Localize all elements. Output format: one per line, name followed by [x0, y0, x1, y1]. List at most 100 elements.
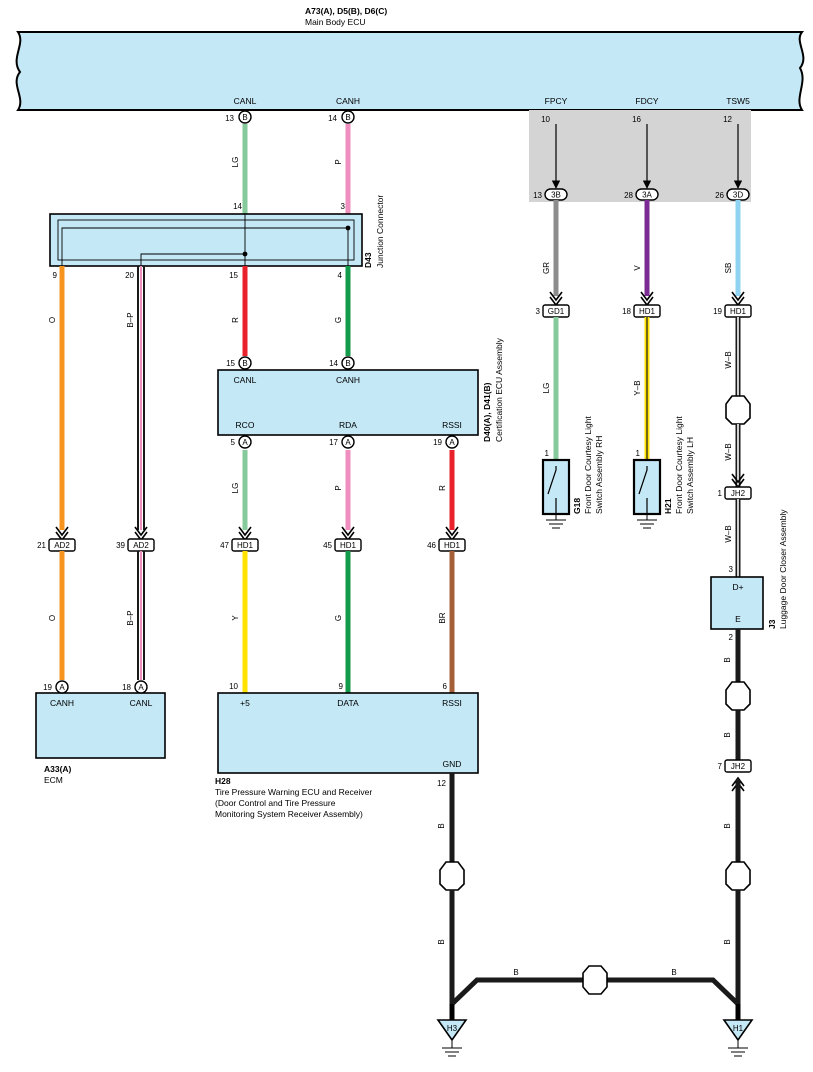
- wire-label-r-2: R: [438, 485, 447, 491]
- tpw-sub1: (Door Control and Tire Pressure: [215, 798, 336, 808]
- ecu-pin-num-canl: 13: [225, 114, 234, 123]
- tpw-sub2: Monitoring System Receiver Assembly): [215, 809, 363, 819]
- svg-text:JH2: JH2: [731, 489, 746, 498]
- splice-b-right-1: [725, 681, 751, 711]
- tpw-pin-num-5v: 10: [229, 682, 238, 691]
- ecu-pin-num-fdcy: 16: [632, 115, 641, 124]
- svg-text:28: 28: [624, 191, 633, 200]
- wire-bp-2: [137, 551, 145, 680]
- wire-label-b-6: B: [723, 939, 732, 944]
- cert-pin-circle-rda: A: [341, 435, 355, 449]
- ecu-pin-label-canl: CANL: [234, 96, 257, 106]
- cert-pin-circle-rco: A: [238, 435, 252, 449]
- ground-h3-icon: H3: [436, 1019, 468, 1057]
- certification-ecu-box: [217, 369, 479, 436]
- ecu-pin-circle-canl: B: [238, 110, 252, 124]
- svg-text:HD1: HD1: [639, 307, 656, 316]
- cert-pin-num-canh: 14: [329, 359, 338, 368]
- tpw-ecu-box: [217, 692, 479, 774]
- tpw-pin-label-rssi: RSSI: [442, 698, 462, 708]
- ecm-pin-num-canh: 19: [43, 683, 52, 692]
- splice-wb: [725, 395, 751, 425]
- wire-label-v: V: [633, 265, 642, 271]
- tpw-pin-num-data: 9: [339, 682, 344, 691]
- junction-node-canh: [345, 225, 351, 231]
- tpw-name: Tire Pressure Warning ECU and Receiver: [215, 787, 372, 797]
- wire-label-p-1: P: [334, 159, 343, 164]
- cert-pin-circle-canh: B: [341, 356, 355, 370]
- tpw-pin-label-data: DATA: [337, 698, 359, 708]
- wire-label-p-2: P: [334, 485, 343, 490]
- g18-pin: 1: [545, 449, 550, 458]
- h21-name2: Switch Assembly LH: [685, 437, 695, 514]
- ecu-pin-label-canh: CANH: [336, 96, 360, 106]
- junction-pin-20: 20: [125, 271, 134, 280]
- wire-label-b-2: B: [723, 732, 732, 737]
- wire-label-lg-1: LG: [231, 157, 240, 168]
- svg-text:47: 47: [220, 541, 229, 550]
- svg-text:B: B: [242, 359, 247, 368]
- cert-pin-label-rda: RDA: [339, 420, 357, 430]
- wire-label-sb: SB: [724, 263, 733, 274]
- ecu-pin-num-canh: 14: [328, 114, 337, 123]
- tpw-pin-num-gnd: 12: [437, 779, 446, 788]
- main-body-ecu-box: [15, 31, 805, 111]
- svg-text:46: 46: [427, 541, 436, 550]
- svg-text:HD1: HD1: [340, 541, 357, 550]
- j3-label-top: D+: [732, 582, 743, 592]
- ecm-pin-circle-canl: A: [134, 680, 148, 694]
- connector-gd1: GD1 3: [536, 291, 570, 318]
- connector-3b: 3B 13: [533, 188, 568, 201]
- wire-label-bp-2: B–P: [126, 610, 135, 625]
- svg-text:AD2: AD2: [54, 541, 70, 550]
- connector-3d: 3D 26: [715, 188, 750, 201]
- cert-pin-label-rssi: RSSI: [442, 420, 462, 430]
- g18-code: G18: [572, 498, 582, 514]
- h21-code: H21: [663, 498, 673, 514]
- cert-pin-circle-rssi: A: [445, 435, 459, 449]
- svg-text:B: B: [242, 113, 247, 122]
- wire-label-b-1: B: [723, 657, 732, 662]
- h21-name1: Front Door Courtesy Light: [674, 416, 684, 514]
- svg-text:A: A: [449, 438, 455, 447]
- wire-label-wb-3: W–B: [724, 525, 733, 542]
- wire-label-gr: GR: [542, 262, 551, 274]
- junction-inner-outline: [57, 219, 355, 261]
- ecu-pin-num-fpcy: 10: [541, 115, 550, 124]
- ecm-pin-label-canh: CANH: [50, 698, 74, 708]
- svg-text:HD1: HD1: [444, 541, 461, 550]
- g18-switch: [541, 458, 571, 529]
- wire-label-g-2: G: [334, 615, 343, 621]
- connector-hd1-lg: HD1 47: [220, 526, 259, 552]
- wire-label-lg-2: LG: [542, 383, 551, 394]
- h21-pin: 1: [636, 449, 641, 458]
- svg-text:A: A: [138, 683, 144, 692]
- junction-pin-3: 3: [341, 202, 346, 211]
- cert-pin-num-rssi: 19: [433, 438, 442, 447]
- ground-h1-icon: H1: [722, 1019, 754, 1057]
- ecu-pin-label-fdcy: FDCY: [635, 96, 658, 106]
- ecm-pin-circle-canh: A: [55, 680, 69, 694]
- connector-jh2-a: JH2 1: [718, 473, 752, 500]
- svg-text:1: 1: [718, 489, 723, 498]
- connector-ad2-o: AD2 21: [37, 526, 76, 552]
- svg-text:45: 45: [323, 541, 332, 550]
- ecu-pin-num-tsw5: 12: [723, 115, 732, 124]
- junction-name: Junction Connector: [375, 195, 385, 268]
- wire-label-br: BR: [438, 612, 447, 623]
- svg-text:GD1: GD1: [548, 307, 565, 316]
- svg-text:39: 39: [116, 541, 125, 550]
- main-ecu-name: Main Body ECU: [305, 17, 365, 27]
- cert-pin-num-canl: 15: [226, 359, 235, 368]
- g18-name1: Front Door Courtesy Light: [583, 416, 593, 514]
- svg-text:HD1: HD1: [730, 307, 747, 316]
- wire-label-b-horizontal-1: B: [513, 968, 518, 977]
- cert-pin-circle-canl: B: [238, 356, 252, 370]
- connector-hd1-p: HD1 45: [323, 526, 362, 552]
- cert-pin-num-rda: 17: [329, 438, 338, 447]
- junction-internal-traces: [61, 214, 349, 266]
- connector-hd1-sb: HD1 19: [713, 291, 752, 318]
- wire-label-g-1: G: [334, 317, 343, 323]
- svg-text:A: A: [242, 438, 248, 447]
- ecm-code: A33(A): [44, 764, 72, 774]
